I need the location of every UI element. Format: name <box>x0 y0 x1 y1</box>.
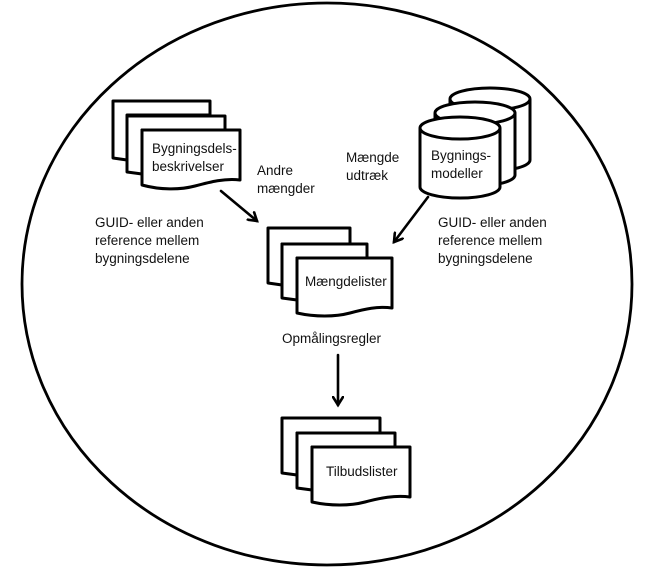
node-bygningsdelsbeskrivelser[interactable]: Bygningsdels- beskrivelser <box>111 99 242 191</box>
svg-text:bygningsdelene: bygningsdelene <box>438 251 533 266</box>
svg-text:Mængde: Mængde <box>346 150 399 165</box>
database-icon <box>418 115 502 200</box>
label-guid-reference-left: GUID- eller anden reference mellem bygni… <box>95 215 204 266</box>
node-maengdelister[interactable]: Mængdelister <box>266 226 394 318</box>
node-label-line: Bygningsdels- <box>152 141 237 156</box>
node-label-line: modeller <box>431 166 483 181</box>
boundary-circle <box>20 1 634 567</box>
label-maengde-udtraek: Mængde udtræk <box>346 150 399 183</box>
arrow-bygningsdele-to-maengdelister <box>219 189 257 221</box>
label-andre-maengder: Andre mængder <box>257 163 315 196</box>
document-icon <box>310 445 412 507</box>
node-tilbudslister[interactable]: Tilbudslister <box>280 416 412 507</box>
node-label-line: Tilbudslister <box>326 464 398 479</box>
node-label-line: Bygnings- <box>431 148 491 163</box>
node-bygningsmodeller[interactable]: Bygnings- modeller <box>418 86 532 200</box>
svg-text:reference mellem: reference mellem <box>95 233 199 248</box>
svg-text:GUID- eller anden: GUID- eller anden <box>95 215 204 230</box>
arrow-bygningsmodeller-to-maengdelister <box>394 195 430 242</box>
document-icon <box>295 256 394 318</box>
svg-text:GUID- eller anden: GUID- eller anden <box>438 215 547 230</box>
label-opmaalingsregler: Opmålingsregler <box>282 331 382 346</box>
svg-text:reference mellem: reference mellem <box>438 233 542 248</box>
svg-text:Andre: Andre <box>257 163 293 178</box>
svg-text:udtræk: udtræk <box>346 168 388 183</box>
svg-text:mængder: mængder <box>257 181 315 196</box>
label-guid-reference-right: GUID- eller anden reference mellem bygni… <box>438 215 547 266</box>
document-icon <box>140 128 242 191</box>
node-label-line: Mængdelister <box>305 274 387 289</box>
svg-text:bygningsdelene: bygningsdelene <box>95 251 190 266</box>
node-label-line: beskrivelser <box>152 159 225 174</box>
